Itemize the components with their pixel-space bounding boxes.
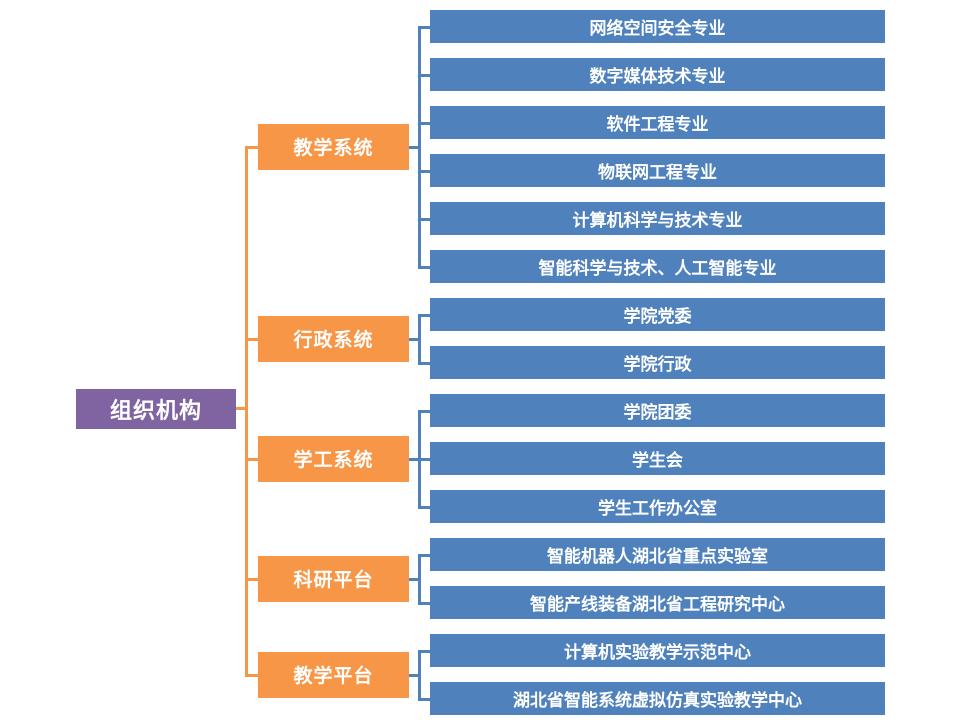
leaf-node: 网络空间安全专业: [430, 10, 885, 43]
leaf-node: 学院党委: [430, 298, 885, 331]
leaf-node: 智能机器人湖北省重点实验室: [430, 538, 885, 571]
connector-line: [418, 697, 430, 701]
connector-line: [418, 25, 430, 29]
connector-line: [418, 121, 430, 125]
bracket-line: [418, 553, 421, 605]
leaf-node: 学院团委: [430, 394, 885, 427]
connector-line: [418, 649, 430, 653]
connector-line: [245, 673, 258, 677]
connector-line: [245, 457, 258, 461]
leaf-node: 物联网工程专业: [430, 154, 885, 187]
connector-line: [418, 73, 430, 77]
category-node: 行政系统: [258, 315, 409, 362]
connector-line: [409, 577, 418, 581]
bracket-line: [418, 25, 421, 269]
root-node: 组织机构: [76, 389, 236, 429]
category-node: 科研平台: [258, 555, 409, 602]
connector-line: [245, 145, 258, 149]
leaf-node: 学生工作办公室: [430, 490, 885, 523]
bracket-line: [418, 313, 421, 365]
leaf-node: 湖北省智能系统虚拟仿真实验教学中心: [430, 682, 885, 715]
connector-line: [418, 409, 430, 413]
leaf-node: 智能科学与技术、人工智能专业: [430, 250, 885, 283]
connector-line: [418, 169, 430, 173]
connector-line: [418, 553, 430, 557]
connector-line: [418, 601, 430, 605]
connector-line: [409, 457, 418, 461]
leaf-node: 学生会: [430, 442, 885, 475]
category-node: 学工系统: [258, 435, 409, 482]
leaf-node: 智能产线装备湖北省工程研究中心: [430, 586, 885, 619]
connector-line: [418, 457, 430, 461]
leaf-node: 软件工程专业: [430, 106, 885, 139]
leaf-node: 学院行政: [430, 346, 885, 379]
leaf-node: 计算机实验教学示范中心: [430, 634, 885, 667]
category-node: 教学系统: [258, 123, 409, 170]
category-node: 教学平台: [258, 651, 409, 698]
connector-line: [236, 407, 245, 410]
connector-line: [409, 145, 418, 149]
bracket-line: [418, 649, 421, 701]
connector-line: [418, 265, 430, 269]
connector-line: [245, 337, 258, 341]
connector-line: [418, 217, 430, 221]
trunk-line: [245, 145, 248, 677]
connector-line: [409, 673, 418, 677]
connector-line: [418, 505, 430, 509]
leaf-node: 计算机科学与技术专业: [430, 202, 885, 235]
connector-line: [418, 361, 430, 365]
connector-line: [418, 313, 430, 317]
leaf-node: 数字媒体技术专业: [430, 58, 885, 91]
connector-line: [409, 337, 418, 341]
connector-line: [245, 577, 258, 581]
